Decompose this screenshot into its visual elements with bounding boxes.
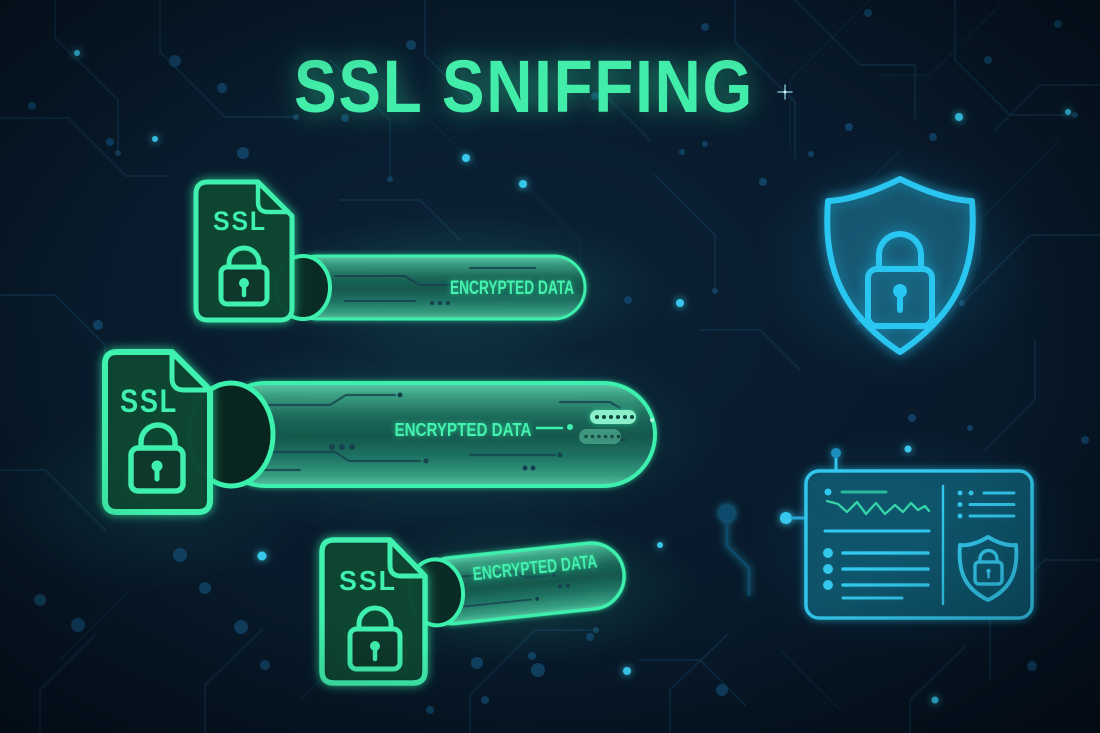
vignette-overlay	[0, 0, 1100, 733]
ssl-sniffing-illustration: SSL SNIFFING ENCRYPTED DATA SSL	[0, 0, 1100, 733]
illustration-canvas: SSL SNIFFING ENCRYPTED DATA SSL	[0, 0, 1100, 733]
